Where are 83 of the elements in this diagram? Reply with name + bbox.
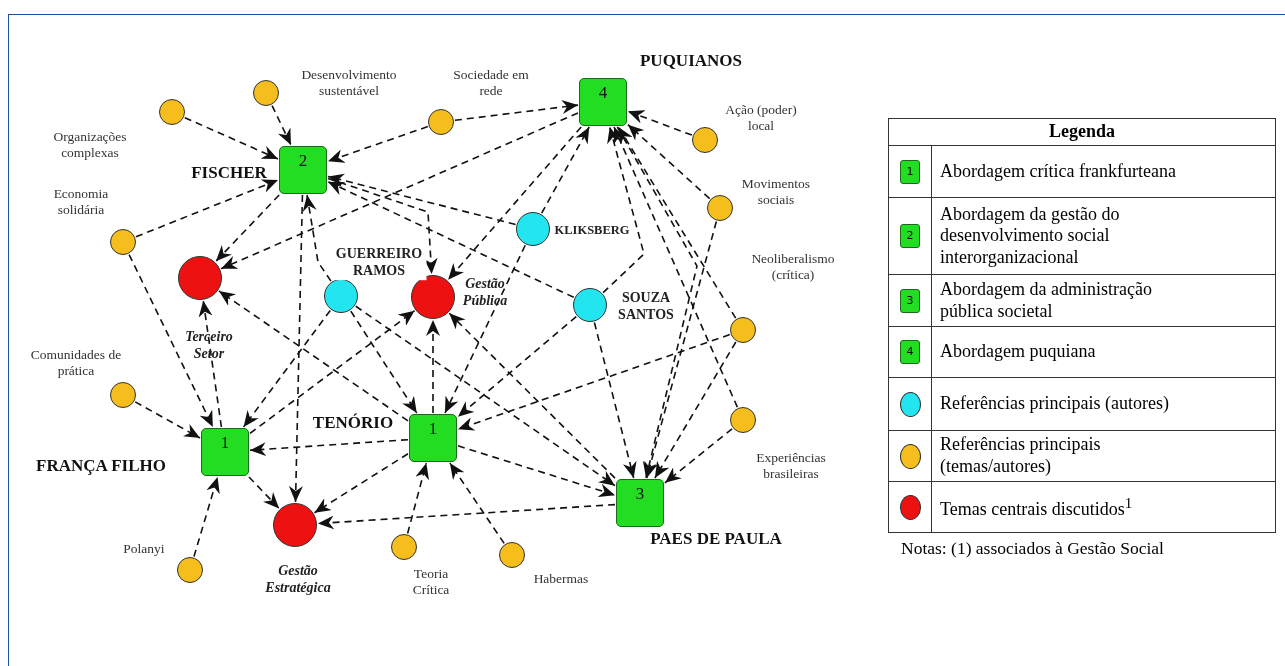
node-label: Experiências brasileiras bbox=[755, 449, 827, 483]
legend-square: 4 bbox=[900, 340, 920, 364]
legend-text: Abordagem da administração pública societal bbox=[931, 274, 1276, 327]
arrow bbox=[613, 126, 739, 408]
arrow bbox=[654, 341, 737, 479]
arrow bbox=[313, 452, 409, 514]
arrow bbox=[406, 462, 429, 535]
approach-number: 2 bbox=[297, 151, 309, 171]
node-label: FRANÇA FILHO bbox=[35, 455, 167, 477]
legend-text: Temas centrais discutidos$^{1}$ bbox=[931, 481, 1276, 533]
legend-text: Abordagem da gestão do desenvolvimento social interorganizacional bbox=[931, 197, 1276, 275]
node-label: PUQUIANOS bbox=[639, 50, 743, 72]
node-label: Gestão Pública bbox=[461, 276, 509, 310]
arrow bbox=[327, 180, 575, 299]
approach-number: 3 bbox=[634, 484, 646, 504]
node-label: TENÓRIO bbox=[311, 412, 395, 434]
arrow bbox=[184, 116, 279, 160]
arrow bbox=[302, 194, 332, 282]
approach-number: 1 bbox=[219, 433, 231, 453]
node-label: Movimentos sociais bbox=[740, 175, 812, 209]
legend-text: Referências principais (autores) bbox=[931, 377, 1276, 431]
arrow bbox=[540, 126, 590, 215]
node-label: Organizações complexas bbox=[52, 128, 128, 162]
node-label: PAES DE PAULA bbox=[649, 528, 783, 550]
arrow bbox=[457, 333, 731, 431]
arrow bbox=[617, 126, 737, 319]
node-label: Habermas bbox=[532, 570, 590, 588]
node-label: Comunidades de prática bbox=[29, 346, 123, 380]
arrow bbox=[616, 126, 698, 479]
approach-number: 4 bbox=[597, 83, 609, 103]
arrow bbox=[448, 312, 616, 479]
node-label: Sociedade em rede bbox=[452, 66, 530, 100]
approach-number: 1 bbox=[427, 419, 439, 439]
arrow bbox=[350, 310, 418, 414]
arrow bbox=[249, 438, 409, 457]
arrow bbox=[355, 305, 616, 487]
node-label: Gestão Estratégica bbox=[264, 563, 332, 597]
arrow bbox=[198, 299, 223, 428]
arrow bbox=[644, 220, 718, 479]
arrow bbox=[271, 104, 292, 146]
arrow bbox=[447, 126, 582, 281]
arrow bbox=[242, 309, 332, 428]
arrow bbox=[327, 177, 438, 275]
arrow bbox=[664, 427, 733, 484]
arrow bbox=[457, 445, 616, 498]
arrow bbox=[444, 244, 527, 414]
arrow bbox=[454, 100, 579, 122]
legend-square: 2 bbox=[900, 224, 920, 248]
node-label: Economia solidária bbox=[52, 185, 110, 219]
arrow bbox=[602, 126, 645, 294]
legend-text: Referências principais (temas/autores) bbox=[931, 430, 1276, 482]
arrow bbox=[135, 179, 279, 238]
legend-text: Abordagem puquiana bbox=[931, 326, 1276, 378]
arrow bbox=[288, 194, 304, 503]
arrow bbox=[426, 319, 440, 414]
arrow bbox=[249, 309, 416, 435]
arrow bbox=[317, 503, 616, 530]
legend-title: Legenda bbox=[888, 118, 1276, 146]
node-label: Teoria Crítica bbox=[411, 565, 451, 599]
arrow bbox=[593, 321, 637, 479]
node-label: Desenvolvimento sustentável bbox=[300, 66, 398, 100]
arrow bbox=[134, 401, 201, 439]
arrow bbox=[128, 253, 214, 428]
arrow bbox=[193, 476, 220, 558]
arrow bbox=[248, 476, 280, 510]
node-label: Terceiro Setor bbox=[184, 329, 234, 363]
arrow bbox=[627, 110, 693, 136]
legend-square: 1 bbox=[900, 159, 920, 184]
arrow bbox=[218, 290, 409, 422]
arrow bbox=[220, 112, 579, 270]
note-text: Notas: (1) associados à Gestão Social bbox=[901, 538, 1164, 559]
arrow bbox=[215, 194, 280, 263]
arrow bbox=[457, 315, 578, 418]
node-label: Neoliberalismo (crítica) bbox=[750, 250, 836, 284]
node-label: FISCHER bbox=[190, 162, 268, 184]
legend-square: 3 bbox=[900, 288, 920, 313]
arrow bbox=[327, 173, 517, 226]
arrow bbox=[627, 123, 711, 200]
legend-text: Abordagem crítica frankfurteana bbox=[931, 145, 1276, 198]
node-label: Polanyi bbox=[122, 540, 166, 558]
node-label: Ação (poder) local bbox=[724, 101, 798, 135]
arrow bbox=[449, 462, 505, 545]
arrow bbox=[327, 125, 429, 163]
